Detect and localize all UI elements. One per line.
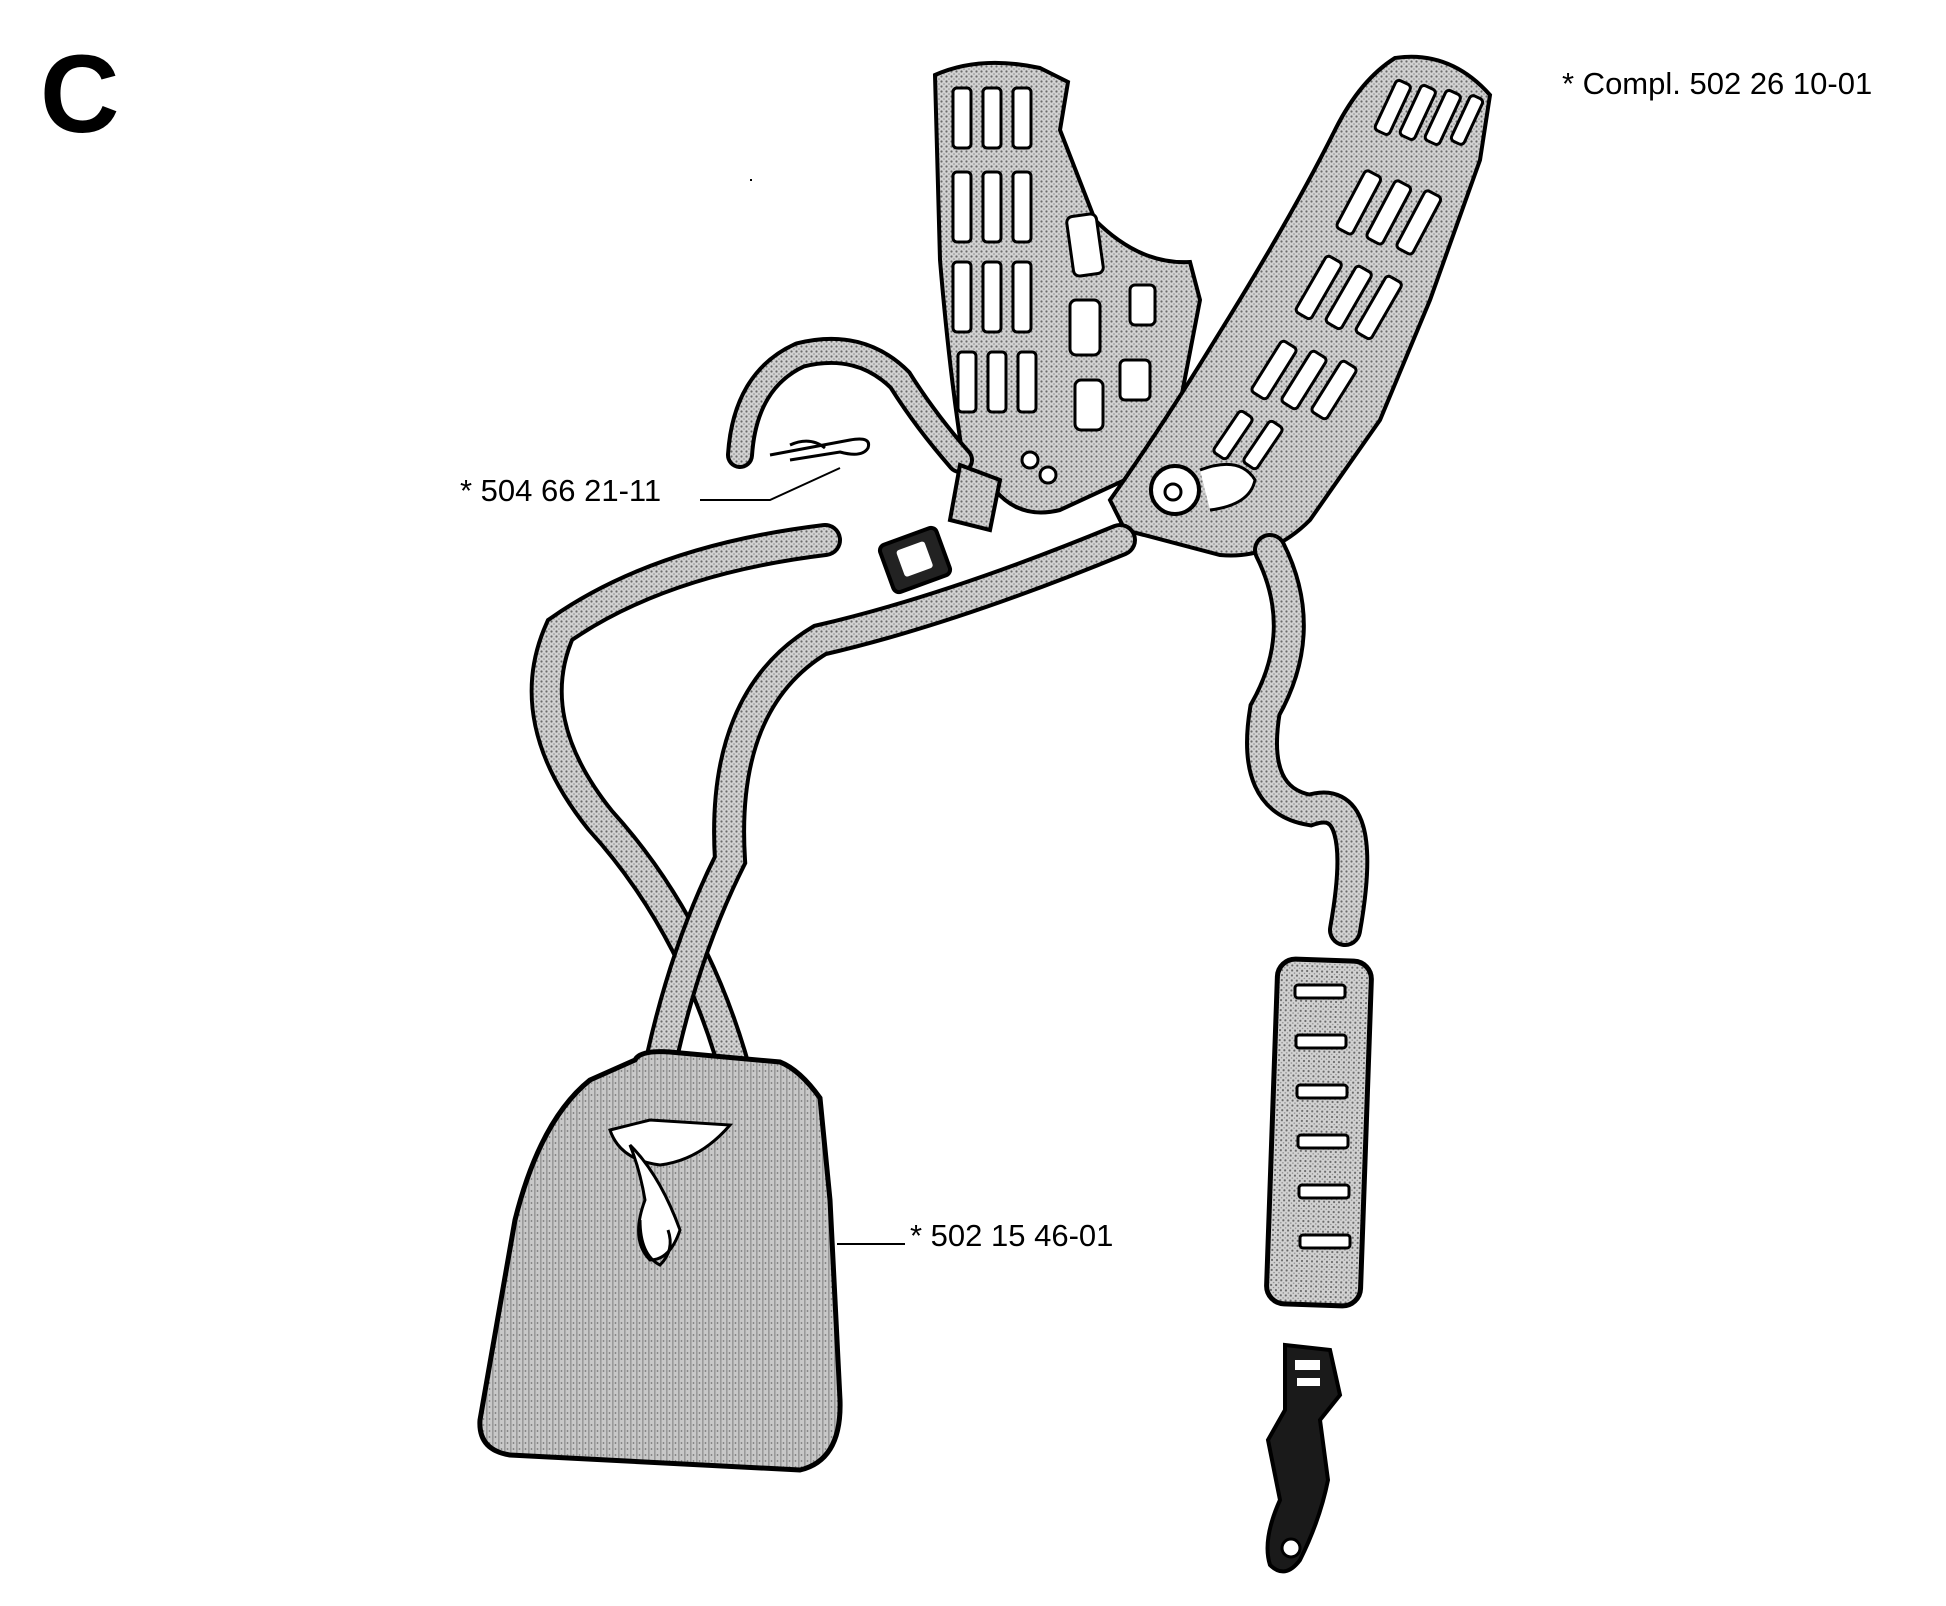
buckle-icon bbox=[877, 462, 1003, 595]
complete-set-label: * Compl. 502 26 10-01 bbox=[1562, 66, 1873, 101]
leader-lines bbox=[700, 179, 905, 1245]
shoulder-harness-right-plate bbox=[1107, 54, 1493, 558]
snap-pin-icon bbox=[769, 437, 871, 462]
hip-pad-part-label: * 502 15 46-01 bbox=[910, 1218, 1114, 1253]
section-letter: C bbox=[40, 33, 120, 156]
crossing-straps bbox=[529, 523, 1370, 1107]
strap-clip-icon bbox=[1265, 1342, 1343, 1574]
back-pad-icon bbox=[1264, 956, 1374, 1309]
shoulder-harness-icon bbox=[932, 60, 1203, 515]
hip-pad-icon bbox=[477, 1049, 843, 1473]
snap-pin-part-label: * 504 66 21-11 bbox=[460, 473, 662, 508]
